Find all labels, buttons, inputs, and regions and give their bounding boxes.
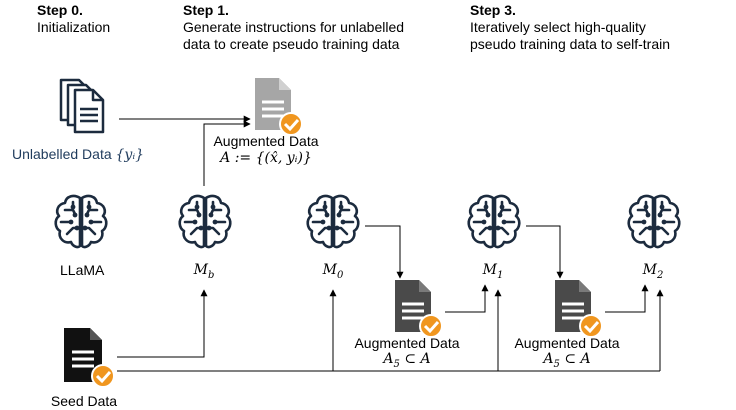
model-m0-sub: 0 bbox=[336, 269, 344, 281]
document-check-icon bbox=[255, 78, 303, 136]
augmented-data-top-icon bbox=[253, 78, 309, 139]
model-mb-label: Mb bbox=[184, 262, 224, 284]
unlabelled-data-math: {yᵢ} bbox=[115, 147, 145, 163]
document-check-icon bbox=[555, 280, 603, 338]
augmented-data-2-math: A5 ⊂ A bbox=[512, 351, 622, 373]
step1-title: Step 1. bbox=[183, 2, 229, 18]
aug2-math-base: A bbox=[543, 351, 554, 367]
step3-title: Step 3. bbox=[470, 2, 516, 18]
aug2-math-sub: 5 bbox=[553, 358, 560, 370]
brain-chip-icon-mb bbox=[177, 192, 233, 257]
model-m2-base: M bbox=[642, 262, 657, 278]
llama-label: LLaMA bbox=[60, 262, 105, 278]
documents-icon bbox=[59, 78, 105, 134]
model-m0-base: M bbox=[322, 262, 337, 278]
model-m1-label: M1 bbox=[473, 262, 513, 284]
augmented-data-top-label: Augmented Data bbox=[213, 133, 319, 149]
arrow-augmented1-to-m1 bbox=[445, 284, 489, 313]
arrow-m1-to-augmented2 bbox=[526, 225, 564, 279]
brain-chip-icon-m1 bbox=[466, 192, 522, 257]
augmented-data-top-math: A := {(x̂, yᵢ)} bbox=[220, 150, 312, 166]
step0-title: Step 0. bbox=[37, 2, 83, 18]
aug1-math-sub: 5 bbox=[393, 358, 400, 370]
arrow-seed-to-mb bbox=[117, 289, 208, 358]
model-m2-sub: 2 bbox=[656, 269, 664, 281]
augmented-data-2-icon bbox=[553, 280, 609, 341]
document-check-icon bbox=[64, 328, 115, 388]
brain-chip-icon-llama bbox=[53, 192, 109, 257]
brain-chip-icon-m0 bbox=[305, 192, 361, 257]
step1-block: Step 1. Generate instructions for unlabe… bbox=[183, 2, 404, 53]
model-m1-base: M bbox=[482, 262, 497, 278]
step3-block: Step 3. Iteratively select high-quality … bbox=[470, 2, 670, 53]
step0-desc: Initialization bbox=[37, 19, 111, 35]
step1-desc: Generate instructions for unlabelled dat… bbox=[183, 19, 405, 52]
brain-chip-icon-m2 bbox=[626, 192, 682, 257]
augmented-data-1-icon bbox=[393, 280, 449, 341]
seed-data-label: Seed Data bbox=[50, 393, 118, 409]
augmented-data-1-math: A5 ⊂ A bbox=[352, 351, 462, 373]
unlabelled-data-label: Unlabelled Data {yᵢ} bbox=[12, 146, 144, 164]
aug2-math-rest: ⊂ A bbox=[559, 351, 591, 367]
aug1-math-rest: ⊂ A bbox=[399, 351, 431, 367]
seed-data-icon bbox=[62, 328, 118, 393]
augmented-data-1-label: Augmented Data bbox=[354, 335, 460, 351]
aug1-math-base: A bbox=[383, 351, 394, 367]
model-mb-sub: b bbox=[207, 269, 215, 281]
model-m2-label: M2 bbox=[633, 262, 673, 284]
unlabelled-data-text: Unlabelled Data bbox=[12, 146, 116, 162]
model-m1-sub: 1 bbox=[496, 269, 504, 281]
document-check-icon bbox=[395, 280, 443, 338]
step0-block: Step 0. Initialization bbox=[37, 2, 110, 36]
model-mb-base: M bbox=[193, 262, 208, 278]
step3-desc: Iteratively select high-quality pseudo t… bbox=[470, 19, 671, 52]
augmented-data-2-label: Augmented Data bbox=[514, 335, 620, 351]
model-m0-label: M0 bbox=[313, 262, 353, 284]
arrow-mb-to-augmented bbox=[203, 120, 251, 186]
arrow-augmented2-to-m2 bbox=[605, 284, 649, 313]
arrow-m0-to-augmented1 bbox=[365, 225, 404, 279]
